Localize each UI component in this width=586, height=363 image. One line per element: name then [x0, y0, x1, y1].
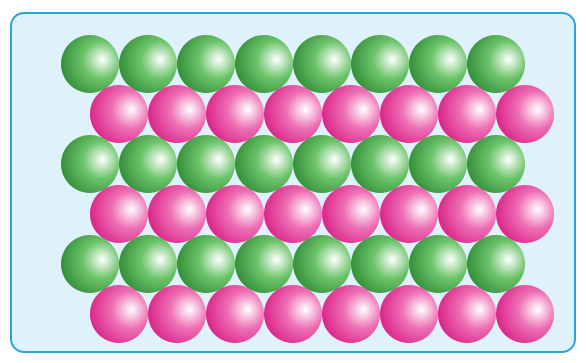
green-sphere	[119, 135, 177, 193]
pink-sphere	[438, 185, 496, 243]
pink-sphere	[90, 285, 148, 343]
pink-sphere	[380, 185, 438, 243]
pink-sphere	[206, 285, 264, 343]
green-sphere	[119, 35, 177, 93]
green-sphere	[119, 235, 177, 293]
pink-sphere	[438, 85, 496, 143]
pink-sphere	[496, 85, 554, 143]
pink-sphere	[148, 85, 206, 143]
pink-sphere	[206, 185, 264, 243]
green-sphere	[351, 135, 409, 193]
green-sphere	[61, 135, 119, 193]
pink-sphere	[496, 285, 554, 343]
green-sphere	[351, 35, 409, 93]
green-sphere	[61, 35, 119, 93]
green-sphere	[293, 135, 351, 193]
green-sphere	[409, 35, 467, 93]
green-sphere	[177, 135, 235, 193]
green-sphere	[177, 235, 235, 293]
green-sphere	[293, 35, 351, 93]
green-sphere	[467, 235, 525, 293]
pink-sphere	[148, 285, 206, 343]
pink-sphere	[322, 285, 380, 343]
pink-sphere	[90, 185, 148, 243]
green-sphere	[409, 235, 467, 293]
green-sphere	[293, 235, 351, 293]
green-sphere	[351, 235, 409, 293]
sphere-rows	[61, 35, 554, 343]
green-sphere	[467, 135, 525, 193]
pink-sphere	[264, 85, 322, 143]
green-sphere	[409, 135, 467, 193]
pink-sphere	[148, 185, 206, 243]
pink-sphere	[206, 85, 264, 143]
pink-sphere	[438, 285, 496, 343]
green-sphere	[235, 135, 293, 193]
green-sphere	[235, 235, 293, 293]
green-sphere	[61, 235, 119, 293]
pink-sphere	[264, 285, 322, 343]
pink-sphere	[322, 85, 380, 143]
pink-sphere	[380, 285, 438, 343]
pink-sphere	[322, 185, 380, 243]
pink-sphere	[90, 85, 148, 143]
pink-sphere	[496, 185, 554, 243]
pink-sphere	[264, 185, 322, 243]
green-sphere	[235, 35, 293, 93]
green-sphere	[467, 35, 525, 93]
pink-sphere	[380, 85, 438, 143]
green-sphere	[177, 35, 235, 93]
